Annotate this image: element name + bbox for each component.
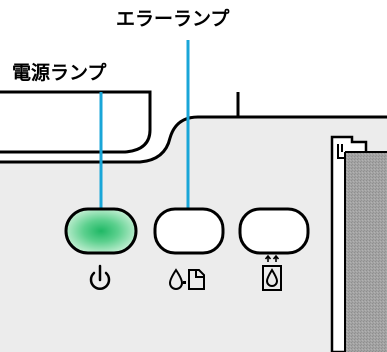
ink-exchange-button[interactable] [238, 207, 310, 255]
ink-exchange-icon [262, 254, 282, 291]
power-lamp-label: 電源ランプ [12, 62, 107, 84]
power-button[interactable] [64, 207, 138, 255]
paper-slot [330, 135, 387, 352]
leader-lines [99, 40, 190, 213]
power-icon [89, 264, 111, 290]
ink-paper-button[interactable] [153, 207, 225, 255]
ink-paper-icon [168, 268, 205, 290]
error-lamp-label: エラーランプ [116, 8, 230, 30]
